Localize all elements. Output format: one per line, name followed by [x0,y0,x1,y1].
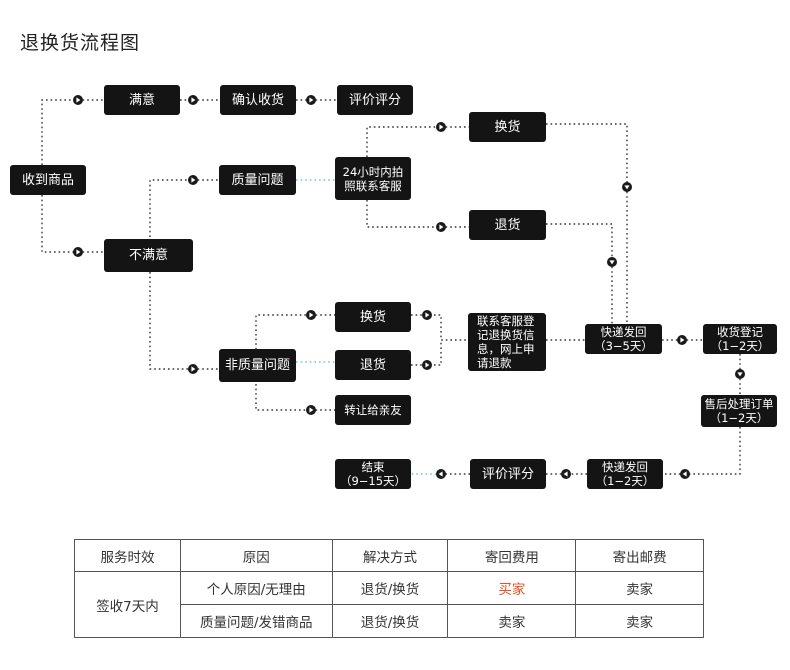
node-ship-return-line-2: （1−2天） [595,474,655,488]
cell-service-time: 签收7天内 [74,571,181,638]
node-non-quality-issue: 非质量问题 [219,349,296,382]
cell-reason: 个人原因/无理由 [179,571,333,605]
flowchart-connectors [41,95,745,479]
node-service-register-line-1: 联系客服登 [477,314,535,328]
header-solution: 解决方式 [331,539,449,572]
node-contact-24h-line-2: 照联系客服 [344,178,402,193]
node-service-register-line-4: 请退款 [477,356,512,370]
node-end: 结束 （9−15天） [335,459,411,489]
node-return-mid: 退货 [335,350,411,380]
table-row: 签收7天内 个人原因/无理由 退货/换货 买家 卖家 [74,571,704,638]
header-service-time: 服务时效 [74,539,181,572]
cell-solution: 退货/换货 [331,571,449,605]
header-return-fee: 寄回费用 [447,539,577,572]
node-ship-return: 快递发回 （1−2天） [587,459,663,489]
node-quality-issue: 质量问题 [219,165,296,195]
header-send-fee: 寄出邮费 [575,539,704,572]
cell-send-fee: 卖家 [575,571,704,605]
node-return-top: 退货 [469,210,546,240]
node-end-line-2: （9−15天） [339,474,407,488]
header-reason: 原因 [179,539,333,572]
node-ship-back-line-1: 快递发回 [600,325,647,339]
node-service-register-line-3: 息，网上申 [477,342,535,356]
node-receive-register: 收货登记 （1−2天） [703,324,777,354]
node-after-sale-line-1: 售后处理订单 [704,397,774,411]
node-contact-24h-line-1: 24小时内拍 [342,164,404,179]
cell-return-fee: 卖家 [447,604,577,638]
node-after-sale-line-2: （1−2天） [709,411,769,425]
node-service-register-text: 联系客服登 记退换货信 息，网上申 请退款 [477,314,535,370]
page-title: 退换货流程图 [20,32,141,54]
node-ship-back-line-2: （3−5天） [594,339,653,353]
node-received: 收到商品 [10,165,86,195]
node-unsatisfied: 不满意 [104,239,193,272]
node-ship-return-line-1: 快递发回 [602,460,648,474]
cell-reason: 质量问题/发错商品 [179,604,333,638]
node-ship-back: 快递发回 （3−5天） [585,324,662,354]
node-after-sale: 售后处理订单 （1−2天） [701,395,777,427]
node-exchange-top: 换货 [469,112,546,142]
table-header-row: 服务时效 原因 解决方式 寄回费用 寄出邮费 [74,539,704,572]
node-service-register: 联系客服登 记退换货信 息，网上申 请退款 [468,313,546,371]
node-receive-register-line-1: 收货登记 [717,325,763,339]
node-transfer: 转让给亲友 [335,395,411,425]
node-contact-24h: 24小时内拍 照联系客服 [335,157,411,200]
return-policy-table: 服务时效 原因 解决方式 寄回费用 寄出邮费 签收7天内 个人原因/无理由 退货… [74,539,704,638]
node-exchange-mid: 换货 [335,302,411,332]
node-satisfied: 满意 [104,85,180,115]
node-end-line-1: 结束 [361,460,385,474]
node-confirm-receipt: 确认收货 [220,85,296,115]
cell-solution: 退货/换货 [331,604,449,638]
node-service-register-line-2: 记退换货信 [477,328,535,342]
arrow-markers [73,95,745,479]
table-row: 质量问题/发错商品 退货/换货 卖家 卖家 [75,604,704,638]
cell-send-fee: 卖家 [575,604,704,638]
node-rate-review-bottom: 评价评分 [470,459,546,489]
node-rate-review-top: 评价评分 [337,85,413,115]
node-receive-register-line-2: （1−2天） [710,339,770,353]
cell-return-fee: 买家 [447,571,577,605]
